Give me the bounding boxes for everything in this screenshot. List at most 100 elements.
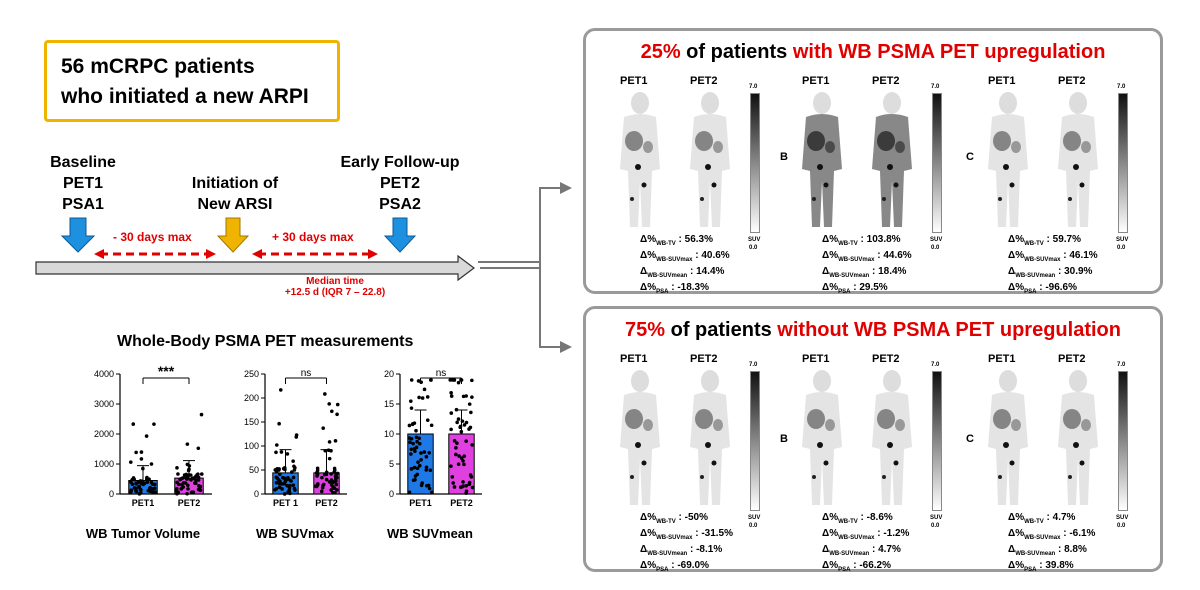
followup-label: Early Follow-up PET2 PSA2 (330, 152, 470, 215)
xlabel-tumor-volume: WB Tumor Volume (85, 526, 201, 541)
chart-2-point (413, 474, 418, 478)
chart-2-point (462, 423, 467, 427)
chart-0-point (128, 460, 133, 464)
chart-2-point (449, 390, 453, 395)
chart-1-point (291, 475, 296, 480)
stat-value: : 29.5% (850, 282, 888, 293)
case-0-pet1-label: PET1 (620, 353, 648, 365)
timeline-graphic (35, 182, 572, 353)
chart-1-point (329, 472, 333, 476)
chart-1-ytick-label: 150 (244, 417, 259, 427)
stat-value: : -96.6% (1036, 282, 1078, 293)
chart-1-point (332, 470, 337, 474)
case-0-cbar-max: 7.0 (749, 362, 758, 368)
chart-1-point (313, 484, 318, 488)
chart-1-point (292, 464, 296, 469)
chart-2-point (464, 483, 468, 488)
baseline-psa: PSA1 (62, 196, 104, 213)
baseline-text: Baseline (50, 154, 116, 171)
case-1-stats: Δ%WB-TV : -8.6%Δ%WB-SUVmax : -1.2%ΔWB-SU… (822, 512, 909, 576)
case-1-stat-3: Δ%PSA : 29.5% (822, 282, 912, 298)
chart-1-point (335, 488, 339, 492)
arsi-arrow (216, 217, 250, 253)
chart-title: Whole-Body PSMA PET measurements (117, 333, 414, 350)
chart-2-point (417, 441, 422, 446)
chart-2-point (415, 439, 419, 444)
case-2-stat-2: ΔWB-SUVmean : 8.8% (1008, 544, 1095, 560)
case-0-stat-0: Δ%WB-TV : 56.3% (640, 234, 730, 250)
chart-2-point (461, 480, 465, 484)
chart-0-point (174, 488, 179, 493)
chart-2-point (458, 485, 463, 489)
case-0-cbar-max: 7.0 (749, 84, 758, 90)
case-2-cbar-max: 7.0 (1117, 362, 1126, 368)
chart-0-point (176, 472, 180, 476)
stat-value: : 56.3% (675, 234, 714, 245)
chart-2-point (467, 480, 472, 485)
minus-window-label: - 30 days max (113, 230, 192, 244)
chart-2-point (462, 462, 466, 467)
stat-delta: Δ% (1008, 250, 1025, 261)
chart-2-point (430, 490, 434, 495)
stat-metric: WB-SUVmean (647, 273, 688, 279)
case-0-cbar-min: 0.0 (749, 245, 758, 251)
chart-2-ytick-label: 5 (389, 459, 394, 469)
case-2-stat-1: Δ%WB-SUVmax : 46.1% (1008, 250, 1098, 266)
chart-2-point (420, 396, 425, 400)
chart-2-point (468, 473, 473, 477)
headline-line1: 56 mCRPC patients (61, 55, 255, 78)
panel-top-title: 25% of patients with WB PSMA PET upregul… (586, 41, 1160, 64)
chart-2-category-1: PET2 (450, 498, 473, 508)
stat-value: : 8.8% (1055, 544, 1087, 555)
chart-2-point (417, 436, 422, 441)
chart-0-ytick-label: 4000 (94, 369, 114, 379)
xlabel-suvmax: WB SUVmax (255, 526, 335, 541)
stat-metric: WB-TV (838, 241, 858, 247)
chart-2-point (420, 481, 424, 485)
stat-value: : -8.6% (857, 512, 893, 523)
initiation-text: Initiation of (191, 175, 279, 192)
case-2-scan-pet1 (988, 370, 1028, 505)
chart-2-point (428, 378, 433, 382)
chart-2-point (449, 394, 454, 398)
chart-1-point (288, 491, 292, 496)
chart-0-point (145, 480, 150, 484)
case-0-colorbar (750, 93, 760, 233)
chart-2-point (411, 478, 416, 483)
chart-1-point (288, 483, 292, 488)
case-1-stat-3: Δ%PSA : -66.2% (822, 560, 909, 576)
case-1-scan-pet2 (872, 370, 912, 505)
chart-1-point (292, 468, 297, 472)
chart-1-point (281, 466, 286, 471)
chart-2-point (452, 485, 457, 489)
chart-1-ytick-label: 200 (244, 393, 259, 403)
chart-0-point (182, 475, 187, 479)
stat-delta: Δ% (1008, 528, 1025, 539)
stat-metric: WB-TV (656, 241, 676, 247)
stat-delta: Δ (1008, 544, 1016, 555)
chart-0-point (198, 488, 203, 493)
chart-1-point (320, 475, 324, 480)
stat-value: : -31.5% (692, 528, 734, 539)
chart-2-point (416, 460, 420, 464)
chart-2-point (455, 420, 459, 425)
stat-value: : 18.4% (869, 266, 907, 277)
chart-1-ytick-label: 0 (254, 489, 259, 499)
chart-1-point (292, 486, 297, 491)
chart-0-point (186, 487, 190, 491)
case-1-cbar-suv: SUV (930, 237, 943, 243)
case-0-stats: Δ%WB-TV : 56.3%Δ%WB-SUVmax : 40.6%ΔWB-SU… (640, 234, 730, 298)
chart-2-significance: ns (436, 368, 447, 379)
stat-metric: WB-SUVmax (838, 535, 875, 541)
case-2-pet2-label: PET2 (1058, 353, 1086, 365)
chart-2-point (407, 490, 412, 495)
chart-0-point (152, 486, 157, 491)
case-1-stat-1: Δ%WB-SUVmax : 44.6% (822, 250, 912, 266)
case-1-cbar-max: 7.0 (931, 362, 940, 368)
chart-2-point (411, 441, 415, 446)
chart-2-point (469, 410, 473, 415)
chart-2-point (467, 402, 472, 406)
case-2-cbar-suv: SUV (1116, 237, 1129, 243)
